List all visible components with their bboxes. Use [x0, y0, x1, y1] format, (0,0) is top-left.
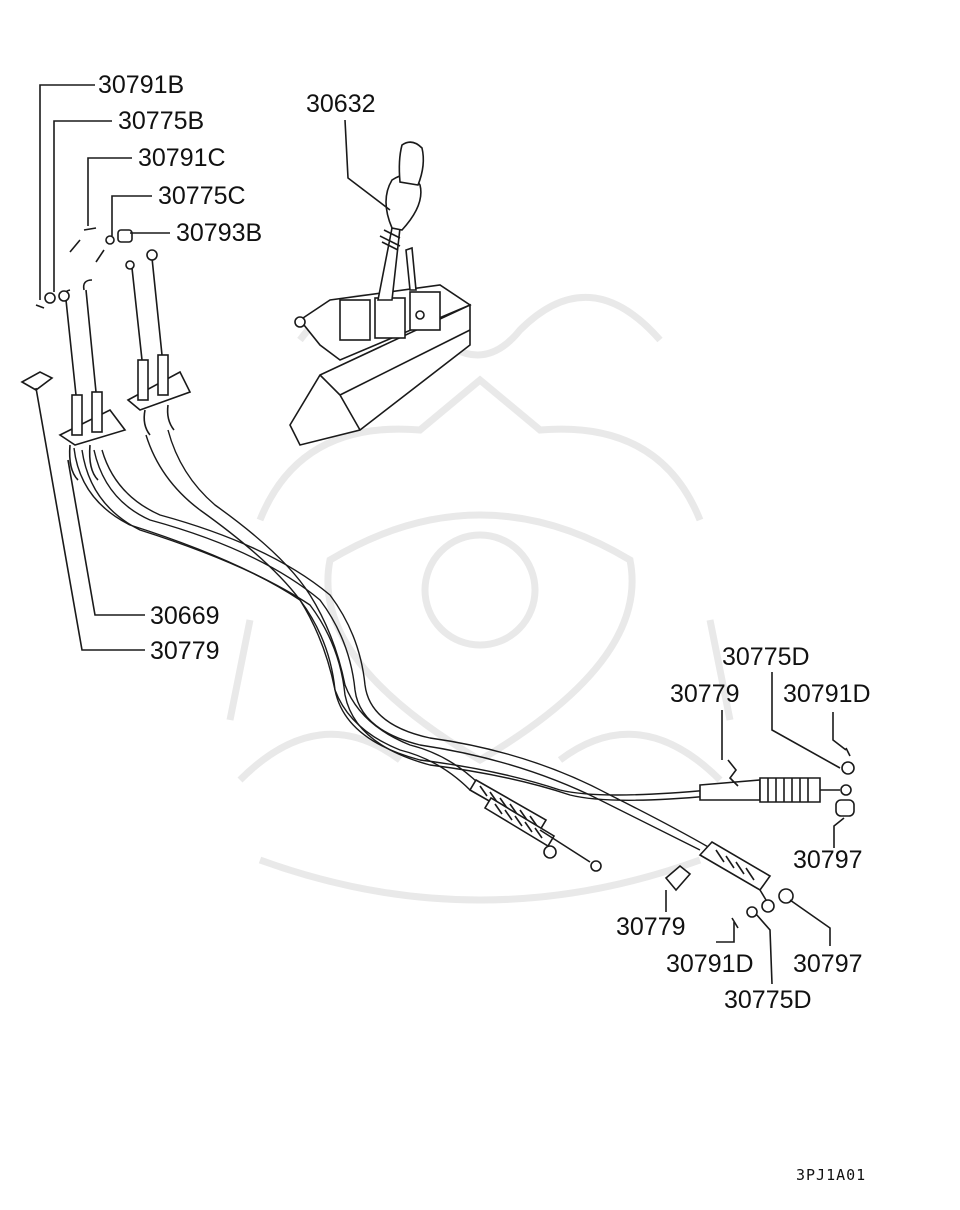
figure-code: 3PJ1A01 — [796, 1166, 866, 1184]
watermark-emblem — [226, 294, 734, 904]
shift-lever-assembly — [289, 141, 472, 446]
callout-30779-right-bottom: 30779 — [616, 913, 686, 941]
callout-30779-left: 30779 — [150, 637, 220, 665]
callout-30797-bottom: 30797 — [793, 950, 863, 978]
callout-30791d-top: 30791D — [783, 680, 871, 708]
callout-30791c: 30791C — [138, 144, 226, 172]
callout-30791d-bottom: 30791D — [666, 950, 754, 978]
cable-center-end — [125, 249, 192, 436]
retainer-clip-left — [20, 371, 54, 391]
callout-30632: 30632 — [306, 90, 376, 118]
cable-transmission-ends — [468, 777, 852, 913]
callout-30793b: 30793B — [176, 219, 262, 247]
cable-left-end — [35, 227, 133, 481]
callout-30775d-bottom: 30775D — [724, 986, 812, 1014]
small-parts-right — [664, 747, 855, 929]
shift-cables — [73, 429, 711, 851]
callout-labels: 30791B 30775B 30791C 30775C 30793B 30632… — [98, 71, 871, 1014]
callout-30797-top: 30797 — [793, 846, 863, 874]
callout-30775d-top: 30775D — [722, 643, 810, 671]
callout-30775b: 30775B — [118, 107, 204, 135]
leader-lines — [35, 84, 847, 985]
callout-30669: 30669 — [150, 602, 220, 630]
callout-30775c: 30775C — [158, 182, 246, 210]
callout-30779-right-top: 30779 — [670, 680, 740, 708]
callout-30791b: 30791B — [98, 71, 184, 99]
